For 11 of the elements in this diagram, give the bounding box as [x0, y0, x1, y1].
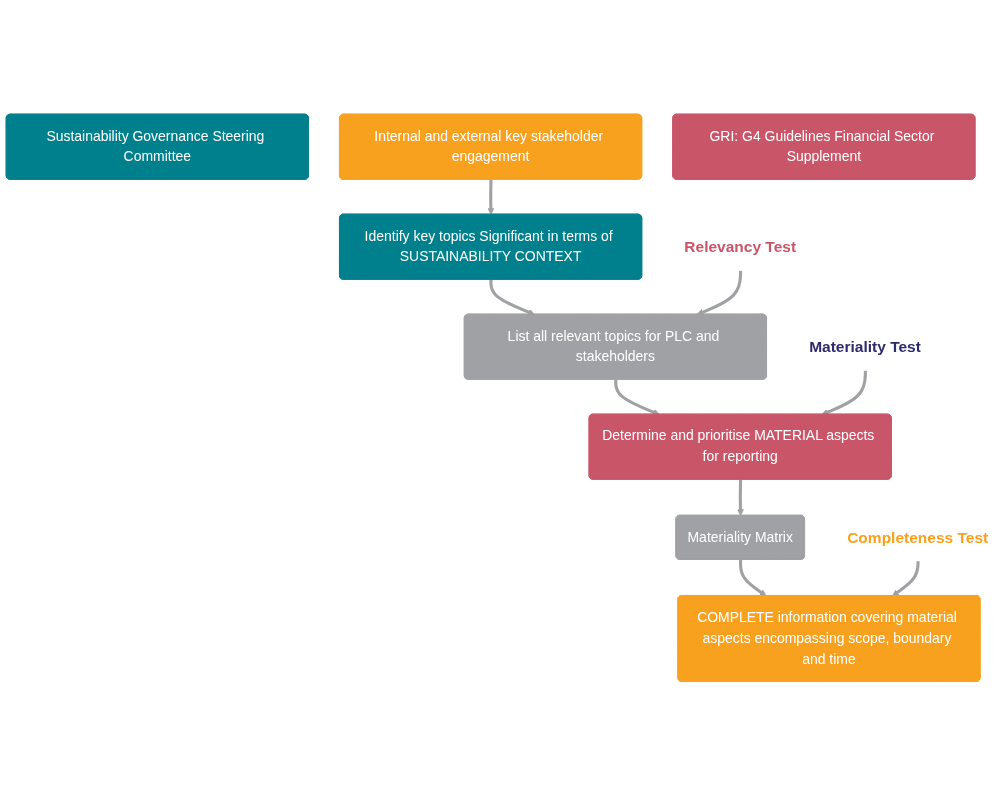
node-text: Materiality Test	[809, 338, 921, 356]
arrow	[487, 179, 495, 215]
node-text: Completeness Test	[847, 528, 989, 547]
arrow	[892, 561, 920, 597]
arrow	[489, 279, 535, 316]
arrow	[821, 370, 867, 416]
arrow	[614, 379, 660, 416]
node-text: Relevancy Test	[684, 238, 797, 256]
arrow	[737, 479, 744, 517]
arrow	[739, 559, 767, 597]
arrow	[696, 270, 743, 316]
